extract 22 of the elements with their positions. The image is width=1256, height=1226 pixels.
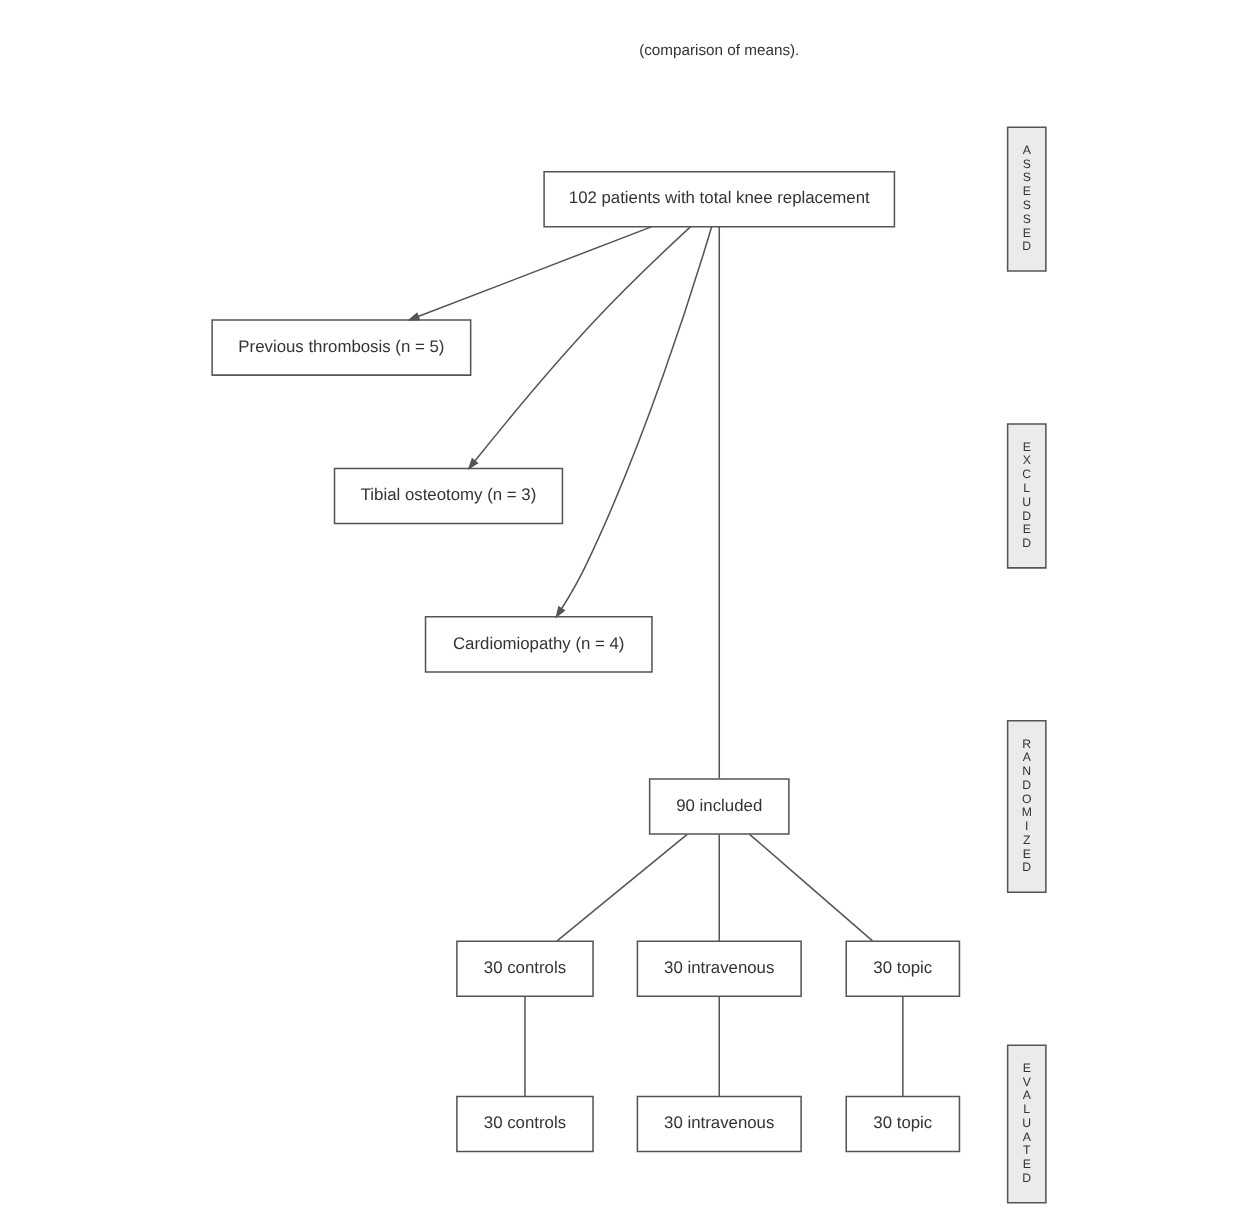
node-box: 30 intravenous bbox=[635, 940, 801, 997]
connector bbox=[555, 833, 687, 942]
label: (comparison of means). bbox=[638, 40, 799, 59]
node-box: 102 patients with total knee replacement bbox=[542, 170, 895, 228]
node-box: 30 topic bbox=[844, 1095, 960, 1153]
connector bbox=[523, 995, 525, 1097]
node-box: 30 controls bbox=[455, 940, 593, 997]
node-box: 30 controls bbox=[455, 1095, 593, 1153]
connector bbox=[901, 995, 903, 1097]
connector bbox=[717, 833, 720, 942]
node-box: Cardiomiopathy (n = 4) bbox=[423, 616, 652, 673]
node-box: Tibial osteotomy (n = 3) bbox=[332, 467, 563, 525]
arrow bbox=[554, 226, 712, 619]
node-box: 30 intravenous bbox=[635, 1095, 801, 1153]
connector bbox=[747, 833, 873, 942]
node-box: Previous thrombosis (n = 5) bbox=[210, 319, 471, 376]
arrow bbox=[466, 226, 691, 471]
node-box: 30 topic bbox=[844, 940, 960, 997]
connector bbox=[717, 995, 720, 1097]
node-box: 90 included bbox=[647, 778, 789, 835]
arrow bbox=[406, 226, 652, 321]
connector bbox=[717, 226, 720, 780]
